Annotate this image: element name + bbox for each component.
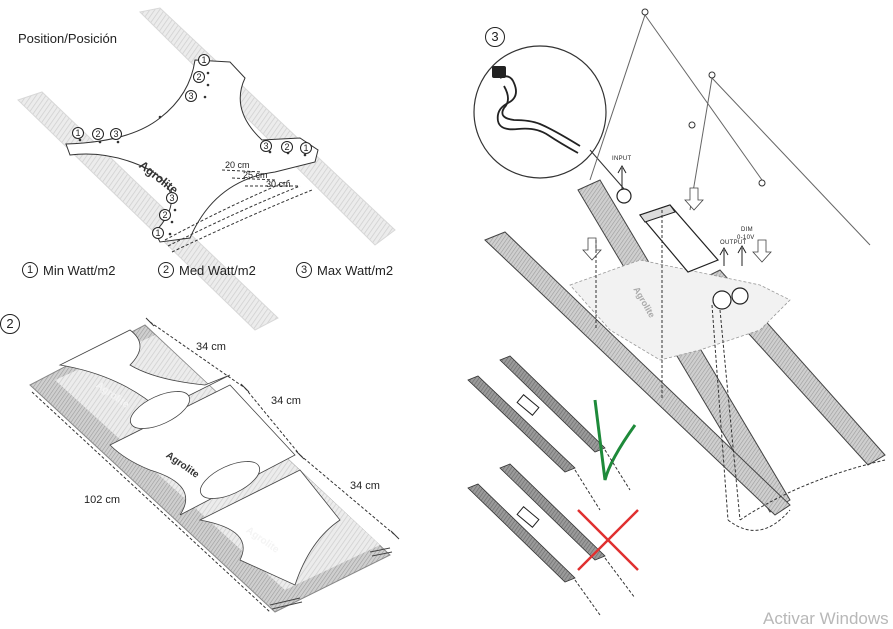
distance-label-30: 30 cm xyxy=(266,179,291,189)
legend-label: Min Watt/m2 xyxy=(43,262,116,278)
dim-connector xyxy=(731,287,749,305)
position-marker-1: 1 xyxy=(300,142,312,154)
panel-1-title: Position/Posición xyxy=(18,31,117,46)
check-mark-icon xyxy=(593,399,637,481)
dimension-ticks xyxy=(145,317,400,540)
step-3-marker: 3 xyxy=(485,27,505,47)
position-marker-2: 2 xyxy=(159,209,171,221)
plate-holes xyxy=(78,71,307,236)
position-marker-3: 3 xyxy=(110,128,122,140)
panel-3-installation xyxy=(467,8,886,616)
plate-bottom xyxy=(198,469,341,586)
cable-ends xyxy=(269,547,393,610)
drop-lines xyxy=(595,210,886,531)
position-marker-2: 2 xyxy=(281,141,293,153)
mounting-plate xyxy=(65,59,319,243)
legend-number: 3 xyxy=(296,262,312,278)
cross-mark-icon xyxy=(577,509,639,571)
distance-label-20: 20 cm xyxy=(225,160,250,170)
output-connector xyxy=(712,290,732,310)
ghost-plate xyxy=(569,259,791,361)
position-marker-2: 2 xyxy=(92,128,104,140)
position-marker-3: 3 xyxy=(185,90,197,102)
zoom-connector xyxy=(589,149,626,191)
plate-top xyxy=(58,329,231,411)
plate-middle xyxy=(109,384,296,516)
cutout-2 xyxy=(200,461,260,499)
legend-max: 3 Max Watt/m2 xyxy=(296,262,393,278)
wire-hooks xyxy=(641,8,766,187)
example-correct xyxy=(467,355,637,511)
dim-label-top: 34 cm xyxy=(196,341,226,353)
plug-head xyxy=(492,66,506,78)
power-plug-icon xyxy=(496,75,581,154)
legend-med: 2 Med Watt/m2 xyxy=(158,262,256,278)
dim-label-bottom: 34 cm xyxy=(350,480,380,492)
legend-label: Max Watt/m2 xyxy=(317,262,394,278)
position-marker-3: 3 xyxy=(166,192,178,204)
dim-label-total: 102 cm xyxy=(84,494,121,506)
cutout-1 xyxy=(130,391,190,429)
dimension-lines xyxy=(31,321,396,613)
position-marker-1: 1 xyxy=(72,127,84,139)
panel-1-bracket-positions xyxy=(17,7,396,331)
activation-watermark: Activar Windows xyxy=(763,609,889,628)
down-arrows xyxy=(582,187,772,263)
driver-box-top xyxy=(639,204,676,223)
light-bar-lower xyxy=(484,231,791,516)
position-marker-1: 1 xyxy=(152,227,164,239)
example-incorrect xyxy=(467,463,639,616)
legend-label: Med Watt/m2 xyxy=(179,262,256,278)
step-2-marker: 2 xyxy=(0,314,20,334)
distance-guides xyxy=(164,169,313,253)
output-label: OUTPUT xyxy=(720,240,747,246)
input-connector xyxy=(616,188,632,204)
position-marker-3: 3 xyxy=(260,140,272,152)
dim-range-label: 0-10V xyxy=(737,235,755,241)
panel-2-layout xyxy=(29,317,400,613)
legend-min: 1 Min Watt/m2 xyxy=(22,262,115,278)
hanging-wires xyxy=(589,14,871,246)
position-marker-2: 2 xyxy=(193,71,205,83)
legend-number: 1 xyxy=(22,262,38,278)
distance-label-25: 25 cm xyxy=(243,170,268,180)
legend-number: 2 xyxy=(158,262,174,278)
zoom-circle xyxy=(473,45,607,179)
input-label: INPUT xyxy=(612,156,632,162)
position-marker-1: 1 xyxy=(198,54,210,66)
dim-label: DIM xyxy=(741,227,753,233)
arrows xyxy=(617,164,747,266)
dim-label-middle: 34 cm xyxy=(271,395,301,407)
